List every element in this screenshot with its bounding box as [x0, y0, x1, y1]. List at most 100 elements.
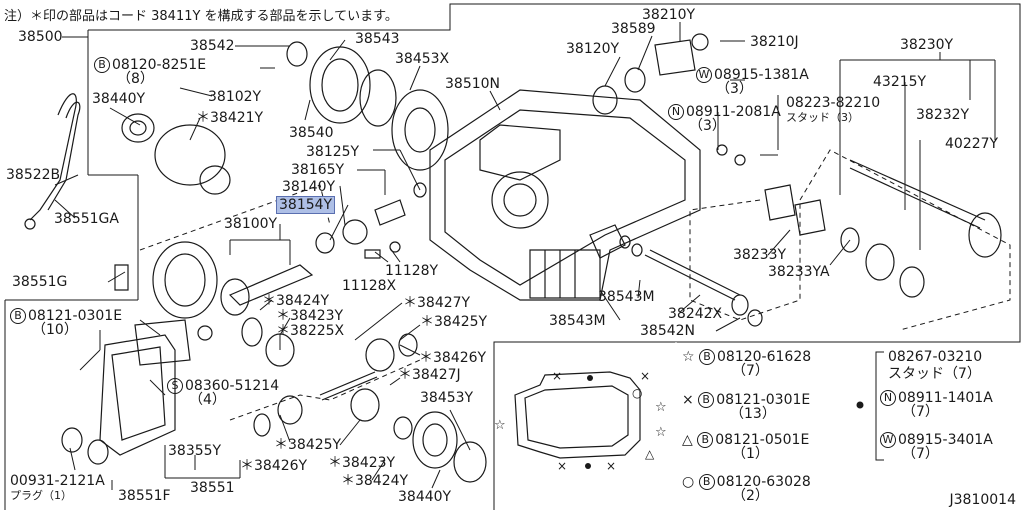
circle-icon: ○ [682, 474, 695, 490]
legend-circle-qty: （2） [732, 488, 769, 504]
label-38421y[interactable]: ＊38421Y [196, 110, 264, 126]
label-38242x[interactable]: 38242X [668, 306, 723, 322]
label-s-08360-qty: （4） [189, 392, 226, 408]
label-38210j[interactable]: 38210J [750, 34, 799, 50]
label-38120y[interactable]: 38120Y [566, 41, 620, 57]
label-00931-2121a[interactable]: 00931-2121A [10, 473, 105, 489]
b-mark-icon: B [699, 349, 716, 365]
cross-marker-icon: × [557, 459, 568, 473]
label-00931-plug: プラグ（1） [10, 489, 72, 502]
label-38510n[interactable]: 38510N [445, 76, 501, 92]
label-38355y[interactable]: 38355Y [168, 443, 222, 459]
triangle-marker-icon: △ [645, 447, 655, 461]
cross-marker-icon: × [606, 459, 617, 473]
label-38165y[interactable]: 38165Y [291, 162, 345, 178]
label-38551ga[interactable]: 38551GA [54, 211, 119, 227]
legend-nut-qty: （7） [902, 404, 939, 420]
legend-stud-entry: 08267-03210 [888, 349, 983, 365]
label-38125y[interactable]: 38125Y [306, 144, 360, 160]
label-38427j[interactable]: ＊38427J [398, 367, 461, 383]
label-38542n[interactable]: 38542N [640, 323, 696, 339]
b-mark-icon: B [697, 432, 714, 448]
label-38551f[interactable]: 38551F [118, 488, 171, 504]
star-marker-icon: ☆ [655, 400, 667, 415]
label-38230y[interactable]: 38230Y [900, 37, 954, 53]
label-38232y[interactable]: 38232Y [916, 107, 970, 123]
legend-cross-qty: （13） [730, 406, 776, 422]
label-38589[interactable]: 38589 [611, 21, 656, 37]
label-38427y[interactable]: ＊38427Y [403, 295, 471, 311]
label-38233ya[interactable]: 38233YA [768, 264, 830, 280]
label-38233y[interactable]: 38233Y [733, 247, 787, 263]
b-mark-icon: B [698, 474, 715, 490]
label-11128y[interactable]: 11128Y [385, 263, 439, 279]
label-38102y[interactable]: 38102Y [208, 89, 262, 105]
n-mark-icon: N [880, 390, 896, 406]
label-38423y-lower[interactable]: ＊38423Y [328, 455, 396, 471]
triangle-icon: △ [682, 432, 693, 448]
label-38100y[interactable]: 38100Y [224, 216, 278, 232]
legend-washer-qty: （7） [902, 446, 939, 462]
label-b-08121-qty: （10） [32, 322, 78, 338]
cross-marker-icon: × [552, 369, 563, 383]
notice-text: 注）＊印の部品はコード 38411Y を構成する部品を示しています。 [4, 9, 398, 24]
label-38440y-bottom[interactable]: 38440Y [398, 489, 452, 505]
n-mark-icon: N [668, 104, 684, 120]
label-38522b[interactable]: 38522B [6, 167, 61, 183]
label-38500[interactable]: 38500 [18, 29, 63, 45]
w-mark-icon: W [880, 432, 896, 448]
label-38424y-upper[interactable]: ＊38424Y [262, 293, 330, 309]
label-n-08911-qty: （3） [689, 118, 726, 134]
label-38543m-lower[interactable]: 38543M [549, 313, 606, 329]
label-38543[interactable]: 38543 [355, 31, 400, 47]
legend-triangle-qty: （1） [732, 446, 769, 462]
label-11128x[interactable]: 11128X [342, 278, 397, 294]
label-38140y[interactable]: 38140Y [282, 179, 336, 195]
label-38440y-top[interactable]: 38440Y [92, 91, 146, 107]
s-mark-icon: S [167, 378, 183, 394]
label-38423y-upper[interactable]: ＊38423Y [276, 308, 344, 324]
b-mark-icon: B [698, 392, 715, 408]
circle-marker-icon: ○ [632, 386, 643, 400]
legend-stud-sub: スタッド（7） [888, 366, 981, 382]
b-mark-icon: B [10, 308, 26, 324]
star-marker-icon: ☆ [655, 425, 667, 440]
b-mark-icon: B [94, 57, 110, 73]
label-38426y-upper[interactable]: ＊38426Y [419, 350, 487, 366]
label-b-08120-qty: （8） [117, 71, 154, 87]
label-38543m-upper[interactable]: 38543M [598, 289, 655, 305]
label-38426y-lower[interactable]: ＊38426Y [240, 458, 308, 474]
label-08223-82210[interactable]: 08223-82210 [786, 95, 881, 111]
legend-star-qty: （7） [732, 363, 769, 379]
label-38542[interactable]: 38542 [190, 38, 235, 54]
label-38453x[interactable]: 38453X [395, 51, 450, 67]
label-38551g[interactable]: 38551G [12, 274, 68, 290]
label-38425y-lower[interactable]: ＊38425Y [274, 437, 342, 453]
label-38551[interactable]: 38551 [190, 480, 235, 496]
label-38210y[interactable]: 38210Y [642, 7, 696, 23]
diagram-id: J3810014 [949, 492, 1016, 508]
cross-icon: × [682, 392, 694, 408]
label-43215y[interactable]: 43215Y [873, 74, 927, 90]
star-marker-icon: ☆ [494, 418, 506, 433]
label-38424y-lower[interactable]: ＊38424Y [341, 473, 409, 489]
cross-marker-icon: × [640, 369, 651, 383]
label-38453y[interactable]: 38453Y [420, 390, 474, 406]
label-40227y[interactable]: 40227Y [945, 136, 999, 152]
label-38154y-highlighted[interactable]: 38154Y [275, 196, 336, 214]
label-38425y-upper[interactable]: ＊38425Y [420, 314, 488, 330]
label-38540[interactable]: 38540 [289, 125, 334, 141]
label-38225x[interactable]: ＊38225X [276, 323, 345, 339]
